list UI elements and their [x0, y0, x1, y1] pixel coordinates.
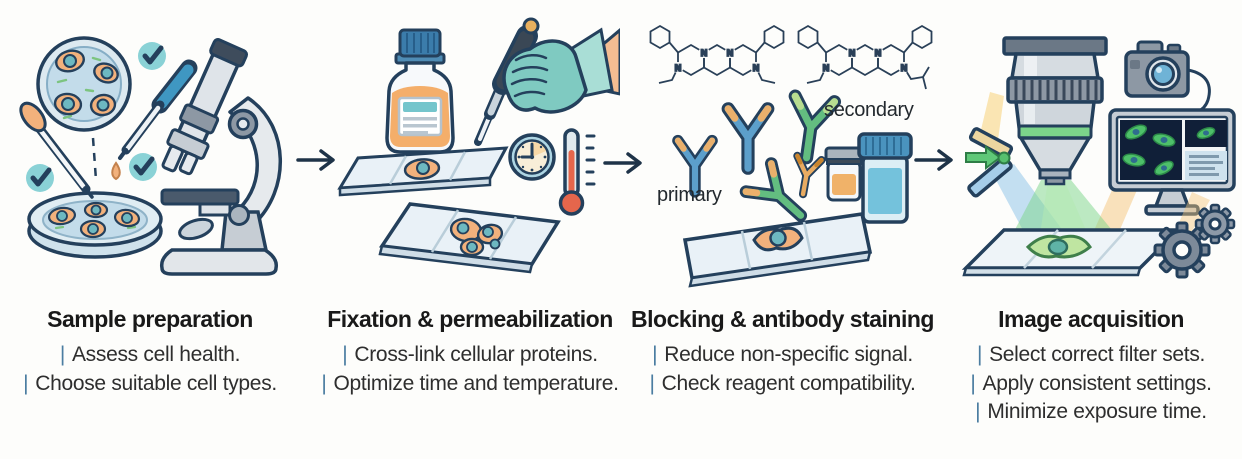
thermometer-icon — [558, 128, 596, 216]
microscope-slide-icon — [337, 146, 509, 197]
step-title: Blocking & antibody staining — [631, 306, 934, 332]
arrow-right-icon — [914, 149, 953, 171]
primary-antibody-icon — [728, 109, 768, 168]
petri-dish-bottom-icon — [27, 191, 163, 259]
chemical-structure-icon: N N N N — [649, 24, 785, 84]
bullet-line: |Check reagent compatibility. — [630, 370, 935, 399]
bullet-line: | Assess cell health. — [0, 341, 300, 370]
bullet-pipe: | — [59, 343, 65, 366]
filter-set-icon — [965, 127, 1014, 198]
checkmark-icon — [129, 153, 157, 181]
nitrogen-atom-label: N — [901, 63, 908, 73]
step-title: Image acquisition — [998, 306, 1184, 332]
step-blocking-antibody-staining: N N N N N N N N — [630, 0, 935, 459]
stained-slide-icon — [682, 212, 873, 288]
blue-pipette-icon — [111, 59, 198, 181]
microscope-slide-icon — [378, 202, 561, 274]
step-sample-preparation: Sample preparation |Assess cell health. … — [0, 0, 300, 459]
image-acquisition-illustration — [961, 36, 1236, 279]
arrow-right-icon — [603, 152, 642, 174]
reagent-bottle-icon — [385, 28, 455, 154]
reagent-vial-small-icon — [824, 146, 864, 202]
reagent-vial-large-icon — [857, 132, 913, 224]
bullet-pipe: | — [23, 371, 29, 395]
step-fixation-permeabilization: Fixation & permeabilization | Cross-link … — [320, 0, 620, 459]
petri-dish-top-icon — [36, 36, 132, 132]
nitrogen-atom-label: N — [675, 63, 682, 73]
bullet-pipe: | — [975, 400, 981, 423]
primary-antibody-label: primary — [657, 184, 722, 206]
bullet-pipe: | — [652, 343, 658, 366]
step-image-acquisition: Image acquisition | Select correct filter… — [940, 0, 1242, 459]
step-points: | Reduce non-specific signal. |Check reag… — [630, 341, 935, 398]
bullet-text: Apply consistent settings. — [982, 371, 1212, 395]
nitrogen-atom-label: N — [701, 48, 708, 58]
bullet-text: Reduce non-specific signal. — [664, 343, 913, 366]
specimen-slide-icon — [961, 228, 1183, 277]
bullet-pipe: | — [649, 371, 655, 395]
bullet-text: Minimize exposure time. — [987, 400, 1207, 423]
bullet-line: | Reduce non-specific signal. — [630, 341, 935, 370]
step-title: Sample preparation — [47, 306, 253, 332]
secondary-antibody-label: secondary — [824, 99, 914, 121]
bullet-line: |Optimize time and temperature. — [320, 370, 620, 399]
dropper-icon — [19, 101, 94, 199]
camera-icon — [1124, 40, 1211, 114]
arrow-right-icon — [296, 149, 335, 171]
gear-icon — [1194, 203, 1236, 245]
bullet-text: Optimize time and temperature. — [333, 371, 619, 395]
sample-preparation-illustration — [19, 36, 282, 276]
bullet-text: Select correct filter sets. — [989, 343, 1206, 366]
bullet-line: | Minimize exposure time. — [940, 398, 1242, 427]
bullet-pipe: | — [342, 343, 348, 366]
gear-icon — [1153, 221, 1211, 279]
bullet-line: | Cross-link cellular proteins. — [320, 341, 620, 370]
objective-lens-icon — [1002, 36, 1108, 186]
antibody-staining-illustration: N N N N N N N N — [649, 24, 933, 288]
chemical-structure-icon: N N N N — [797, 24, 933, 90]
nitrogen-atom-label: N — [823, 63, 830, 73]
step-title: Fixation & permeabilization — [327, 306, 613, 332]
nitrogen-atom-label: N — [753, 63, 760, 73]
bullet-text: Assess cell health. — [71, 343, 241, 366]
fluorescent-cell-images — [1122, 124, 1176, 176]
step-points: |Assess cell health. |Choose suitable ce… — [0, 341, 300, 398]
monitor-icon — [1108, 108, 1236, 216]
nitrogen-atom-label: N — [849, 48, 856, 58]
bullet-line: | Select correct filter sets. — [940, 341, 1242, 370]
step-points: |Select correct filter sets. |Apply cons… — [940, 341, 1242, 427]
bullet-text: Choose suitable cell types. — [35, 371, 277, 395]
nitrogen-atom-label: N — [727, 48, 734, 58]
checkmark-icon — [26, 164, 54, 192]
fixation-illustration — [337, 17, 620, 274]
checkmark-icon — [138, 42, 166, 70]
bullet-line: |Apply consistent settings. — [940, 370, 1242, 399]
step-points: |Cross-link cellular proteins. |Optimize… — [320, 341, 620, 398]
bullet-pipe: | — [321, 371, 327, 395]
bullet-text: Cross-link cellular proteins. — [354, 343, 598, 366]
clock-icon — [508, 133, 556, 181]
bullet-pipe: | — [976, 343, 983, 366]
bullet-pipe: | — [970, 371, 976, 395]
bullet-text: Check reagent compatibility. — [661, 371, 916, 395]
bullet-line: |Choose suitable cell types. — [0, 370, 300, 399]
nitrogen-atom-label: N — [875, 48, 882, 58]
microscope-icon — [159, 38, 282, 276]
transfer-dashed-line — [91, 137, 98, 181]
